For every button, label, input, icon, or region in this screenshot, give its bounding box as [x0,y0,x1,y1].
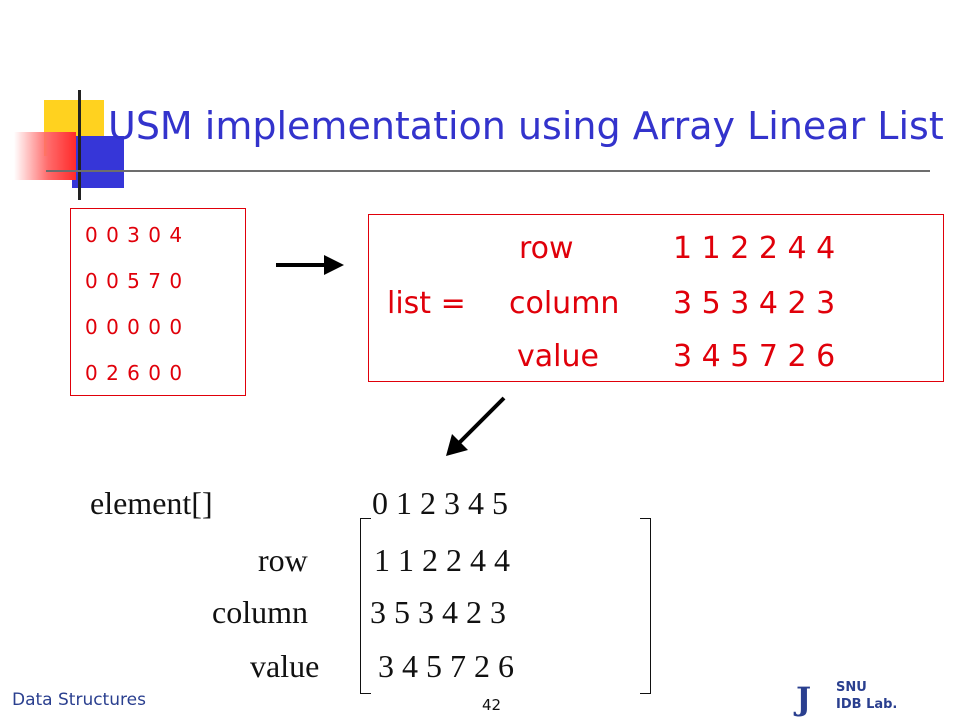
lab-logo-line-1: SNU [836,680,867,695]
matrix-row: 0 2 6 0 0 [85,361,184,385]
footer-course-name: Data Structures [12,690,146,710]
list-representation-box: row 1 1 2 2 4 4 list = column 3 5 3 4 2 … [368,214,944,382]
lab-logo-line-2: IDB Lab. [836,697,898,712]
lab-logo-text: SNU IDB Lab. [836,679,897,713]
array-row-label: row [258,542,308,578]
array-right-bracket [640,518,651,694]
matrix-row: 0 0 0 0 0 [85,315,184,339]
list-column-label: column [509,286,620,321]
matrix-row: 0 0 5 7 0 [85,269,184,293]
list-column-values: 3 5 3 4 2 3 [673,286,836,321]
slide-title: USM implementation using Array Linear Li… [108,104,944,148]
diagonal-down-left-arrow-icon [446,396,506,456]
list-prefix: list = [387,286,466,321]
list-row-values: 1 1 2 2 4 4 [673,231,836,266]
title-underline [46,170,930,172]
element-indices: 0 1 2 3 4 5 [372,485,508,521]
array-left-bracket [360,518,371,694]
array-row-values: 1 1 2 2 4 4 [374,542,510,578]
snu-logo-icon: J [796,680,812,718]
page-number: 42 [482,696,502,714]
array-value-label: value [250,648,320,684]
matrix-row: 0 0 3 0 4 [85,223,184,247]
sparse-matrix-box: 0 0 3 0 4 0 0 5 7 0 0 0 0 0 0 0 2 6 0 0 [70,208,246,396]
array-value-values: 3 4 5 7 2 6 [378,648,514,684]
array-column-label: column [212,594,308,630]
list-value-label: value [517,339,599,374]
logo-red-gradient [14,132,76,180]
logo-vertical-rule [78,90,81,200]
array-column-values: 3 5 3 4 2 3 [370,594,506,630]
list-value-values: 3 4 5 7 2 6 [673,339,836,374]
right-arrow-icon [276,255,344,275]
list-row-label: row [519,231,574,266]
element-label: element[] [90,485,213,521]
